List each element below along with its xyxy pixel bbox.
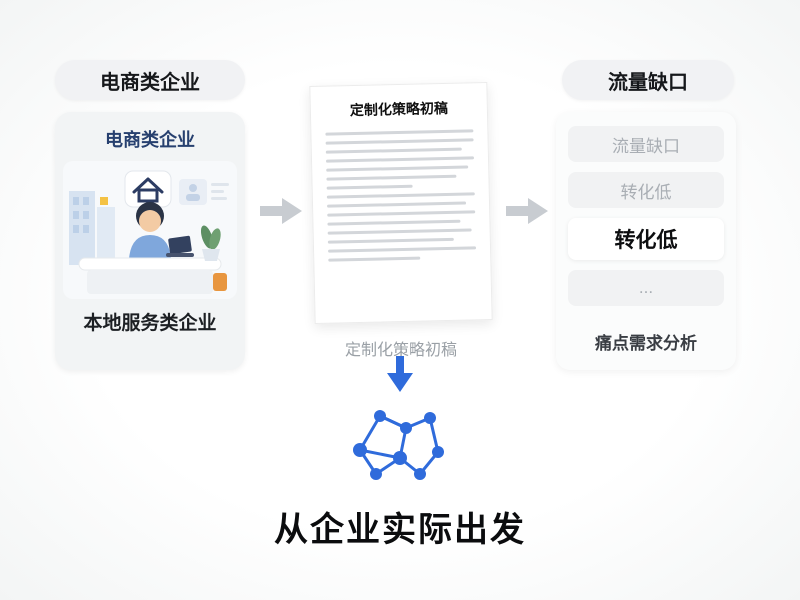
strategy-document-title: 定制化策略初稿	[349, 99, 449, 119]
document-line	[326, 174, 457, 181]
enterprise-card: 电商类企业	[55, 112, 245, 370]
pain-points-caption: 痛点需求分析	[595, 334, 697, 353]
pain-points-card: 流量缺口 转化低 转化低 ... 痛点需求分析	[556, 112, 736, 370]
document-line	[325, 156, 475, 163]
document-line	[327, 228, 472, 235]
document-line	[325, 138, 474, 145]
headline: 从企业实际出发	[274, 511, 526, 549]
document-line	[327, 219, 461, 226]
pain-point-item-highlighted: 转化低	[568, 218, 724, 260]
document-line	[326, 192, 475, 199]
document-line	[325, 129, 474, 136]
traffic-gap-pill-label: 流量缺口	[608, 71, 688, 94]
pain-point-item: ...	[568, 270, 724, 306]
document-line	[326, 165, 469, 172]
arrow-right-icon	[506, 198, 548, 224]
traffic-gap-pill: 流量缺口	[562, 60, 734, 100]
pain-point-item: 流量缺口	[568, 126, 724, 162]
pain-point-item: 转化低	[568, 172, 724, 208]
document-line	[327, 237, 454, 244]
workspace-illustration	[63, 161, 237, 299]
strategy-document: 定制化策略初稿	[309, 82, 493, 324]
ecommerce-pill-label: 电商类企业	[100, 71, 200, 94]
enterprise-card-caption: 本地服务类企业	[83, 313, 217, 334]
document-line	[327, 201, 467, 208]
strategy-document-caption: 定制化策略初稿	[344, 342, 457, 359]
document-line	[325, 147, 462, 154]
network-graph-icon	[353, 410, 444, 480]
arrow-down-icon	[387, 356, 413, 392]
document-line	[327, 210, 476, 217]
document-line	[328, 256, 421, 262]
document-line	[326, 184, 413, 190]
ecommerce-pill: 电商类企业	[55, 60, 245, 100]
document-line	[328, 246, 477, 253]
arrow-right-icon	[260, 198, 302, 224]
enterprise-card-title: 电商类企业	[105, 130, 195, 150]
document-lines	[325, 129, 477, 262]
